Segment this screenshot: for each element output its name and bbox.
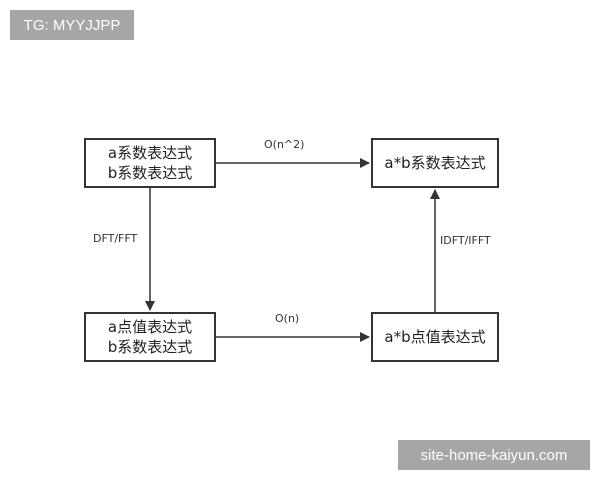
edge-label-transform: DFT/FFT bbox=[93, 232, 138, 245]
node-product-coefficient-form: a*b系数表达式 bbox=[371, 138, 499, 188]
node-coefficient-forms-line1: a系数表达式 bbox=[107, 144, 193, 162]
node-coefficient-forms-line2: b系数表达式 bbox=[107, 164, 193, 182]
node-product-point-value-form: a*b点值表达式 bbox=[371, 312, 499, 362]
node-coefficient-forms: a系数表达式 b系数表达式 bbox=[84, 138, 216, 188]
watermark-top: TG: MYYJJPP bbox=[10, 10, 134, 40]
node-point-value-forms-line2: b系数表达式 bbox=[107, 338, 193, 356]
node-point-value-forms: a点值表达式 b系数表达式 bbox=[84, 312, 216, 362]
edge-label-pointwise-multiply: O(n) bbox=[275, 312, 300, 325]
node-product-point-value-form-label: a*b点值表达式 bbox=[384, 328, 486, 346]
watermark-bottom: site-home-kaiyun.com bbox=[398, 440, 590, 470]
edge-label-direct-multiply: O(n^2) bbox=[264, 138, 305, 151]
node-product-coefficient-form-label: a*b系数表达式 bbox=[384, 154, 486, 172]
node-point-value-forms-line1: a点值表达式 bbox=[107, 318, 193, 336]
edge-label-inverse-transform: IDFT/IFFT bbox=[440, 234, 491, 247]
